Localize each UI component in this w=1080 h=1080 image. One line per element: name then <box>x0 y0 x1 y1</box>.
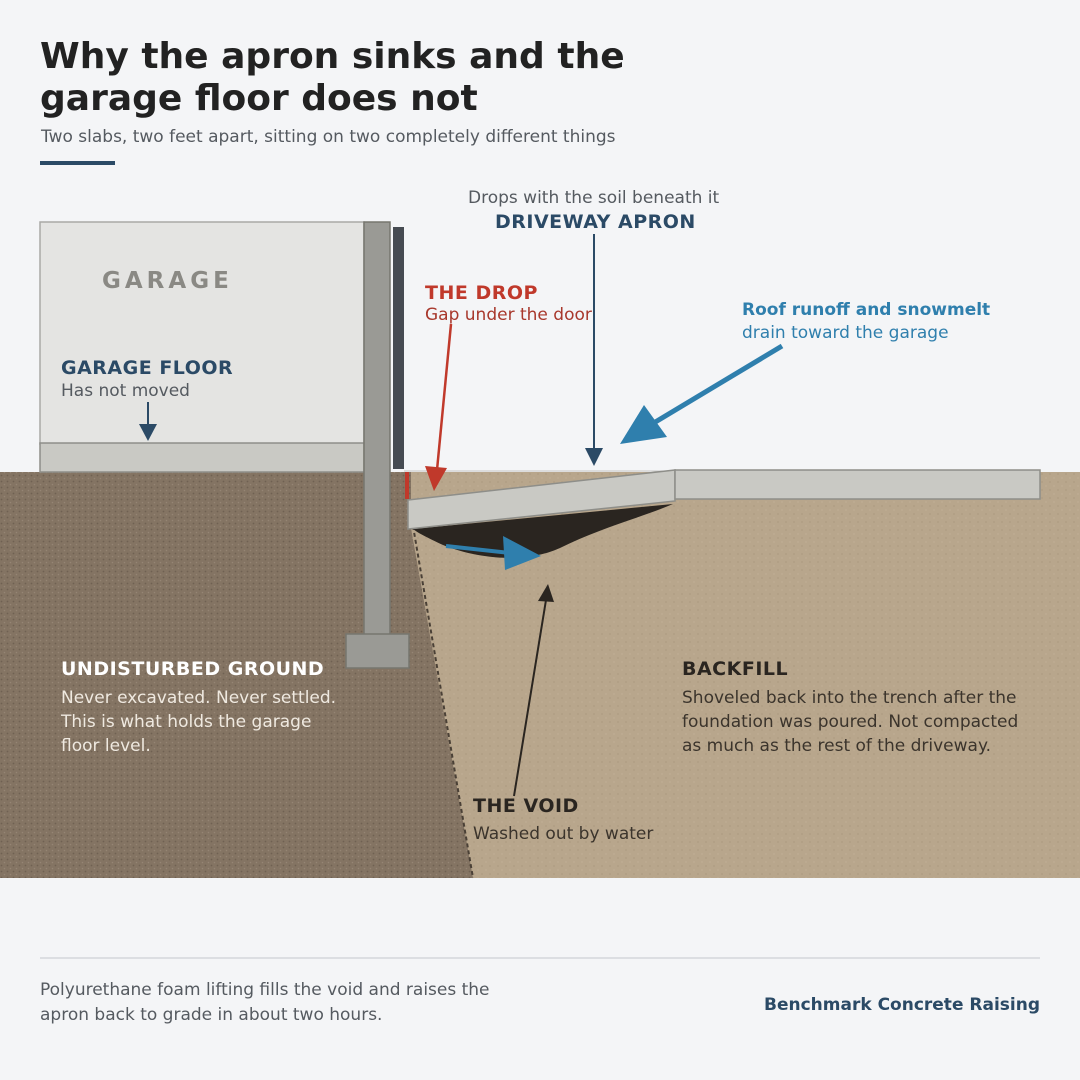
backfill-note: Shoveled back into the trench after the … <box>682 688 1019 756</box>
runoff-title: Roof runoff and snowmelt <box>742 300 991 320</box>
garage-label: GARAGE <box>102 268 233 294</box>
footer-brand: Benchmark Concrete Raising <box>764 995 1040 1015</box>
title-accent-rule <box>40 161 115 165</box>
apron-title: DRIVEWAY APRON <box>495 211 696 233</box>
page-title: Why the apron sinks and the garage floor… <box>40 36 625 119</box>
excavation-boundary <box>412 525 474 879</box>
apron-down-arrow-icon <box>585 234 603 466</box>
footer-divider <box>40 957 1040 959</box>
undisturbed-ground-title: UNDISTURBED GROUND <box>61 658 325 680</box>
backfill-title: BACKFILL <box>682 658 789 680</box>
void-label-arrow-icon <box>513 584 554 797</box>
drop-note: Gap under the door <box>425 305 592 325</box>
water-flow-arrow-icon <box>445 536 541 570</box>
drop-red-arrow-icon <box>425 323 453 491</box>
undisturbed-ground-note: Never excavated. Never settled. This is … <box>61 688 337 756</box>
void-title: THE VOID <box>473 795 579 817</box>
driveway-slab <box>674 469 1041 500</box>
garage-floor-title: GARAGE FLOOR <box>61 357 234 379</box>
foundation-footing <box>345 633 410 669</box>
garage-floor-slab <box>39 442 365 473</box>
undisturbed-soil <box>0 472 473 878</box>
apron-note: Drops with the soil beneath it <box>468 188 720 208</box>
page-subtitle: Two slabs, two feet apart, sitting on tw… <box>41 127 616 147</box>
drop-gap-marker <box>405 472 409 499</box>
void-note: Washed out by water <box>473 824 654 844</box>
void-cavity <box>413 504 673 558</box>
drop-title: THE DROP <box>425 282 538 304</box>
garage-floor-note: Has not moved <box>61 381 190 401</box>
apron-slab <box>407 469 676 530</box>
runoff-note: drain toward the garage <box>742 323 949 343</box>
garage-door <box>393 227 404 469</box>
garage-floor-down-arrow-icon <box>139 402 157 441</box>
runoff-blue-arrow-icon <box>620 343 784 444</box>
footer-note: Polyurethane foam lifting fills the void… <box>40 980 490 1025</box>
garage-wall <box>39 221 365 445</box>
foundation-wall <box>363 221 391 637</box>
